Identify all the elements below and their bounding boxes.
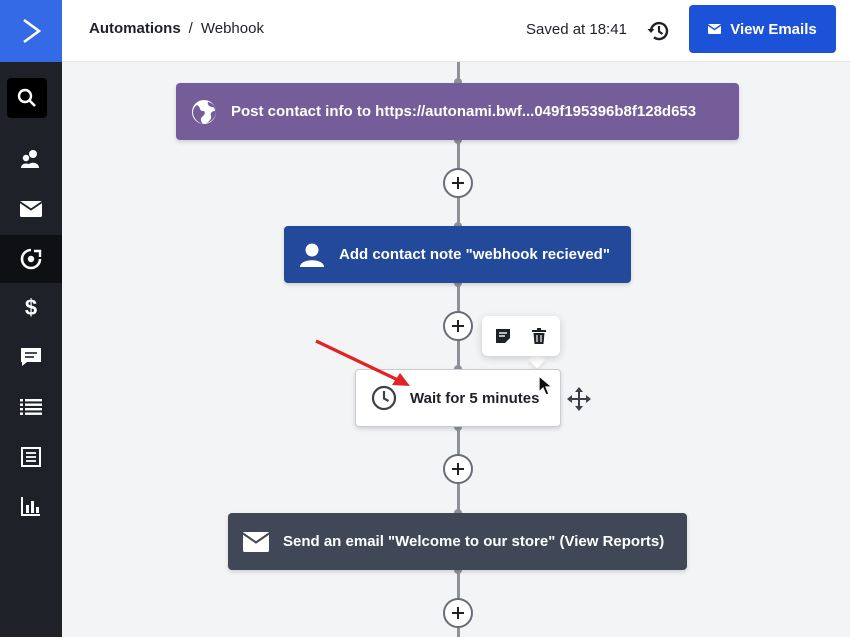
plus-icon	[452, 463, 464, 475]
connector-dot	[454, 423, 462, 431]
forms-icon	[21, 447, 41, 467]
move-icon	[567, 387, 591, 411]
sidebar-item-search[interactable]	[7, 78, 47, 118]
contacts-icon	[21, 150, 39, 168]
add-step-button[interactable]	[443, 168, 473, 198]
sidebar: $	[0, 0, 62, 637]
clock-icon	[370, 384, 398, 412]
sidebar-item-deals[interactable]: $	[0, 284, 62, 332]
send-email-step[interactable]: Send an email "Welcome to our store" (Vi…	[228, 513, 687, 570]
user-icon	[298, 241, 326, 269]
sidebar-item-forms[interactable]	[0, 433, 62, 481]
dollar-icon: $	[24, 295, 38, 320]
connector-dot	[454, 78, 462, 86]
app-logo[interactable]	[0, 0, 62, 62]
note-icon	[496, 329, 510, 343]
connector-dot	[454, 566, 462, 574]
search-icon	[17, 88, 36, 107]
plus-icon	[452, 177, 464, 189]
plus-icon	[452, 320, 464, 332]
connector-line	[457, 62, 460, 83]
wait-step-label: Wait for 5 minutes	[410, 389, 540, 407]
history-button[interactable]	[645, 18, 671, 44]
annotation-arrow-icon	[315, 339, 410, 386]
mail-icon	[242, 528, 270, 556]
add-step-button[interactable]	[443, 598, 473, 628]
automation-icon	[20, 248, 42, 270]
sidebar-item-conversations[interactable]	[0, 333, 62, 381]
contact-note-step[interactable]: Add contact note "webhook recieved"	[284, 226, 631, 283]
automation-canvas[interactable]: Post contact info to https://autonami.bw…	[62, 62, 850, 637]
breadcrumb-separator: /	[188, 20, 193, 37]
sidebar-item-campaigns[interactable]	[0, 185, 62, 233]
bar-chart-icon	[21, 497, 40, 516]
mail-icon	[20, 201, 42, 217]
sidebar-item-automations[interactable]	[0, 235, 62, 283]
saved-status: Saved at 18:41	[526, 21, 627, 38]
webhook-step-label: Post contact info to https://autonami.bw…	[231, 103, 697, 120]
plus-icon	[452, 607, 464, 619]
breadcrumb: Automations / Webhook	[89, 20, 264, 37]
list-icon	[20, 399, 42, 415]
mail-icon	[708, 24, 722, 34]
breadcrumb-current: Webhook	[200, 20, 264, 37]
chat-icon	[21, 348, 41, 366]
send-email-step-label: Send an email "Welcome to our store" (Vi…	[283, 533, 665, 550]
add-note-button[interactable]	[492, 325, 514, 347]
sidebar-item-reports[interactable]	[0, 482, 62, 530]
globe-icon	[190, 98, 218, 126]
add-step-button[interactable]	[443, 311, 473, 341]
webhook-step[interactable]: Post contact info to https://autonami.bw…	[176, 83, 739, 140]
breadcrumb-automations-link[interactable]: Automations	[89, 20, 181, 37]
chevron-right-logo-icon	[23, 18, 42, 44]
view-emails-button[interactable]: View Emails	[689, 5, 836, 53]
trash-icon	[532, 328, 546, 344]
sidebar-item-contacts[interactable]	[0, 135, 62, 183]
mouse-pointer-icon	[538, 375, 554, 396]
delete-step-button[interactable]	[528, 325, 550, 347]
add-step-button[interactable]	[443, 454, 473, 484]
connector-dot	[454, 136, 462, 144]
sidebar-item-lists[interactable]	[0, 383, 62, 431]
move-handle[interactable]	[566, 386, 592, 412]
view-emails-label: View Emails	[730, 20, 817, 38]
contact-note-step-label: Add contact note "webhook recieved"	[339, 246, 610, 263]
top-header: Automations / Webhook Saved at 18:41 Vie…	[62, 0, 850, 62]
history-icon	[647, 21, 669, 41]
wait-step[interactable]: Wait for 5 minutes	[355, 369, 561, 427]
step-toolbar	[482, 316, 560, 356]
connector-dot	[454, 279, 462, 287]
